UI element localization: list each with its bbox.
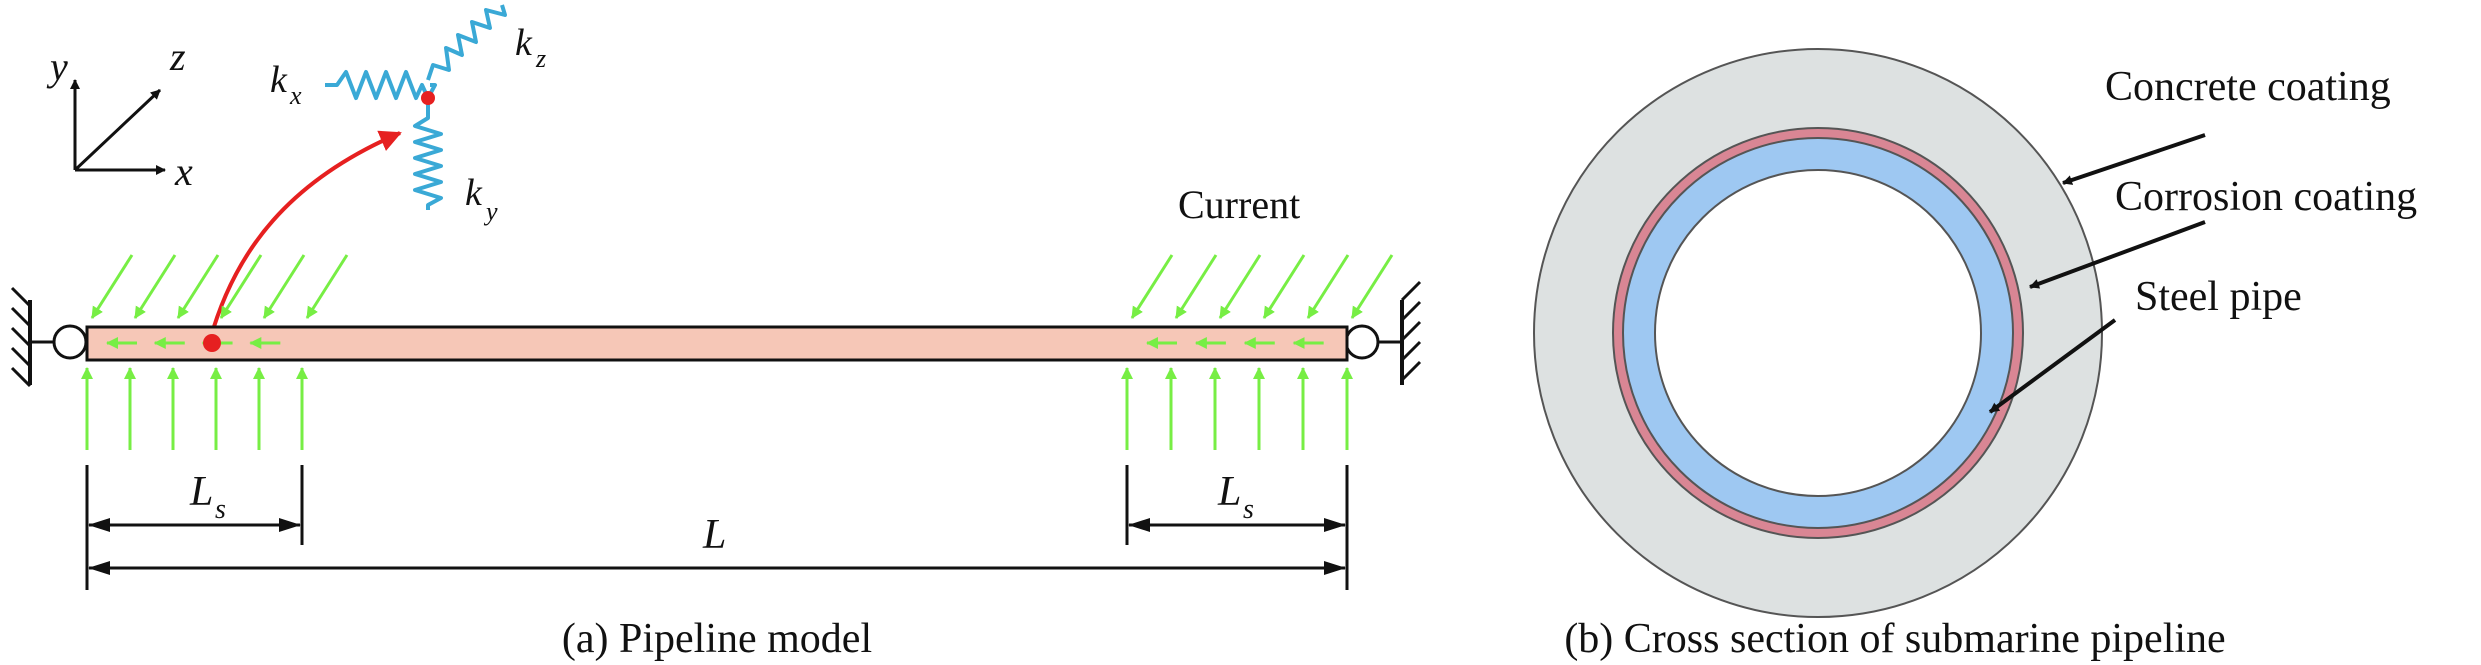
z-axis-label: z	[169, 34, 186, 79]
steel-pipe-label: Steel pipe	[2135, 274, 2302, 320]
kx-label-sub: x	[289, 81, 302, 110]
steel-pointer	[1988, 318, 2117, 414]
y-axis-label: y	[46, 44, 68, 89]
corrosion-coating-label: Corrosion coating	[2115, 174, 2417, 220]
kz-label-sub: z	[535, 44, 546, 73]
coordinate-axes: y z x	[46, 34, 193, 194]
current-label: Current	[1178, 182, 1300, 227]
corrosion-pointer	[2029, 220, 2206, 289]
kx-spring	[325, 70, 437, 100]
pipeline-beam	[85, 325, 1349, 362]
current-diagonal-arrow	[262, 254, 306, 319]
dim-total-label: L	[702, 512, 726, 558]
current-diagonal-arrow	[1130, 254, 1174, 319]
right-pin-support	[1344, 280, 1422, 385]
x-axis-label: x	[174, 149, 193, 194]
z-axis-arrow	[73, 88, 162, 172]
kz-label-main: k	[515, 22, 533, 64]
dim-right-label-main: L	[1217, 469, 1241, 515]
current-diagonal-arrow	[1350, 254, 1394, 319]
kz-spring	[426, 4, 507, 81]
current-diagonal-arrow	[1306, 254, 1350, 319]
current-diagonal-arrow	[90, 254, 134, 319]
ky-spring	[413, 98, 443, 210]
panel-a-pipeline-model: y z x k x k z k y	[10, 4, 1422, 662]
dim-left-label-main: L	[189, 469, 213, 515]
pipe-bore	[1654, 169, 1982, 497]
dim-left-label-sub: s	[215, 494, 226, 525]
node-pointer-arrow	[208, 130, 402, 341]
dimension-lines	[85, 465, 1349, 590]
kx-label-main: k	[270, 59, 288, 101]
current-diagonal-arrow	[1262, 254, 1306, 319]
left-pin-support	[10, 286, 88, 388]
current-diagonal-arrow	[133, 254, 177, 319]
current-diagonal-arrow	[1174, 254, 1218, 319]
pipeline-node-marker	[203, 334, 221, 352]
ky-label-sub: y	[483, 197, 498, 226]
panel-b-caption: (b) Cross section of submarine pipeline	[1564, 616, 2225, 662]
spring-node-marker	[421, 91, 435, 105]
current-diagonal-arrow	[219, 254, 263, 319]
current-load-arrows	[81, 254, 1394, 450]
dim-right-label-sub: s	[1243, 494, 1254, 525]
panel-a-caption: (a) Pipeline model	[562, 616, 872, 662]
concrete-coating-label: Concrete coating	[2105, 64, 2391, 110]
current-diagonal-arrow	[305, 254, 349, 319]
current-diagonal-arrow	[176, 254, 220, 319]
concrete-pointer	[2062, 133, 2206, 185]
current-diagonal-arrow	[1218, 254, 1262, 319]
ky-label-main: k	[465, 172, 483, 214]
panel-b-cross-section: Concrete coating Corrosion coating Steel…	[1533, 48, 2417, 662]
